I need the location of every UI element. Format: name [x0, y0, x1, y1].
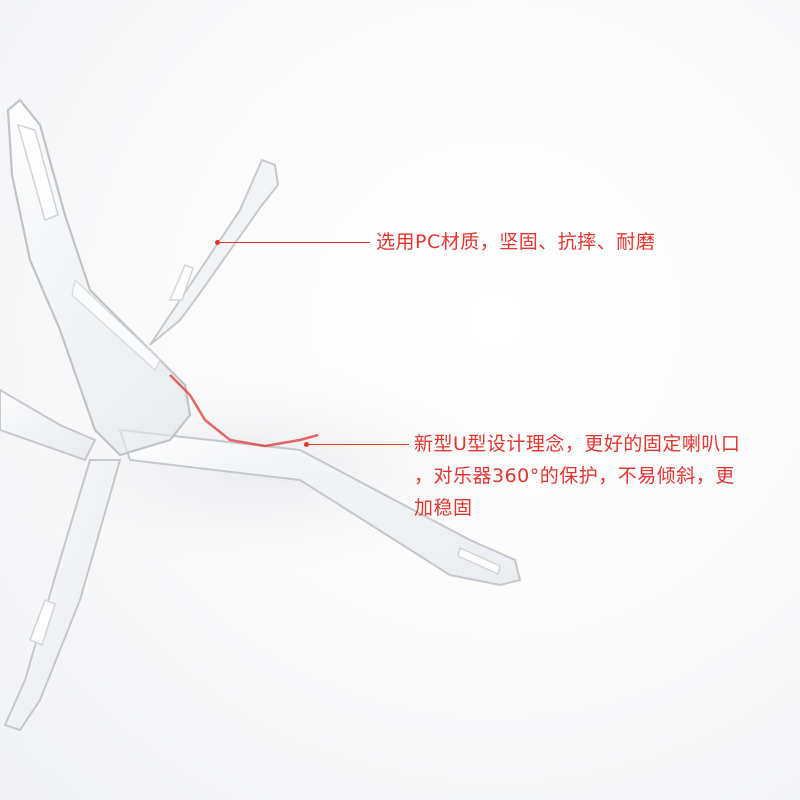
stand-arm-front-left — [3, 459, 122, 732]
callout-2-text-line-3: 加稳固 — [414, 497, 473, 519]
stand-arm-back-right — [149, 158, 280, 346]
stand-arm-front-right — [118, 428, 522, 587]
callout-2-text-line-2: ，对乐器360°的保护，不易倾斜，更 — [414, 465, 735, 487]
u-bracket-highlight — [169, 374, 319, 448]
stand-vertical-post — [6, 98, 192, 457]
callout-1-leader-line — [220, 242, 370, 243]
stand-arm-back-left — [0, 388, 97, 462]
callout-1-text: 选用PC材质，坚固、抗摔、耐磨 — [376, 231, 656, 253]
callout-2-dot — [304, 442, 309, 447]
callout-2-text-line-1: 新型U型设计理念，更好的固定喇叭口 — [414, 433, 741, 455]
callout-2-leader-line — [309, 444, 409, 445]
callout-1-dot — [215, 240, 220, 245]
